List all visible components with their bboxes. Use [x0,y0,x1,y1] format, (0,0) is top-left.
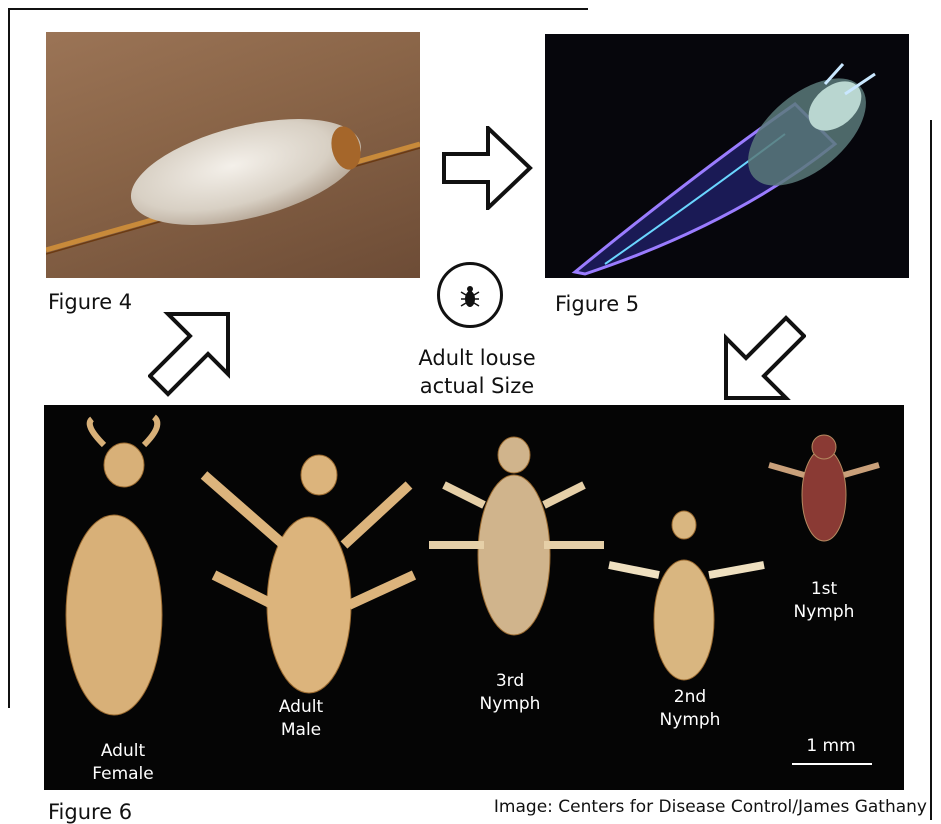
figure-6-life-stages-photo [44,405,904,790]
life-stages-illustration [44,405,904,790]
frame-left-line [8,8,10,708]
arrow-up-right-icon [148,312,248,412]
figure-6-caption: Figure 6 [48,800,132,824]
arrow-down-left-icon [706,300,806,400]
first-nymph-louse [769,435,879,541]
adult-male-louse [204,455,414,693]
figure-4-nit-photo [46,32,420,278]
frame-right-line [930,120,932,820]
frame-top-line [8,8,588,10]
figure-5-hatching-photo [545,34,909,278]
actual-size-label-line2: actual Size [402,372,552,400]
arrow-right-icon [442,126,534,210]
hatching-illustration [545,34,909,278]
actual-size-label-line1: Adult louse [402,344,552,372]
louse-silhouette-icon [440,265,500,325]
actual-size-label: Adult louse actual Size [402,344,552,400]
scale-bar-label: 1 mm [796,735,866,758]
figure-4-caption: Figure 4 [48,290,132,314]
adult-female-louse [66,417,162,715]
louse-icon [437,262,503,328]
third-nymph-louse [429,437,604,635]
figure-5-caption: Figure 5 [555,292,639,316]
image-credit: Image: Centers for Disease Control/James… [494,797,927,817]
nit-illustration [46,32,420,278]
second-nymph-louse [609,511,764,680]
